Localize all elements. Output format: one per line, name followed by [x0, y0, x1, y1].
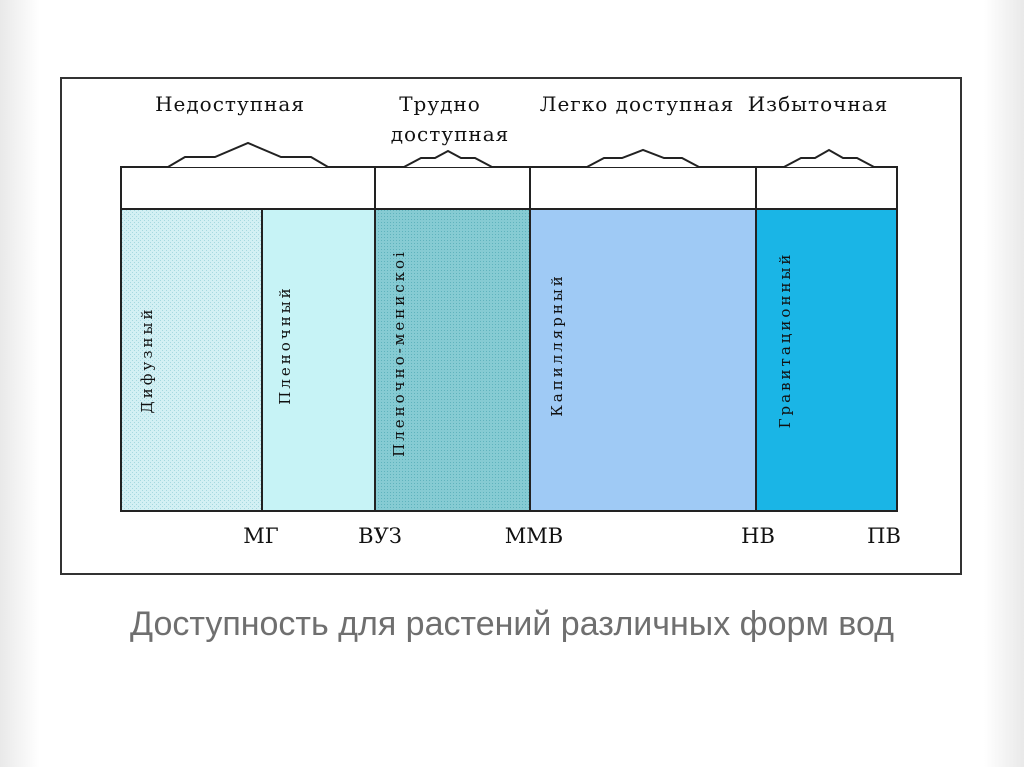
- mark-mg: МГ: [243, 524, 279, 548]
- label-diffuse: Дифузный: [138, 307, 156, 414]
- header-dividers: [374, 167, 757, 209]
- arrow-up-hard-available: [403, 149, 493, 168]
- label-easy-available: Легко доступная: [540, 92, 735, 116]
- block-capillary: [529, 208, 757, 512]
- block-film-meniscus: [374, 208, 531, 512]
- label-capillary: Капиллярный: [548, 273, 566, 417]
- mark-mmv: ММВ: [505, 524, 563, 548]
- mark-vuz: ВУЗ: [358, 524, 402, 548]
- header-bar: [120, 166, 898, 210]
- label-gravitational: Гравитационный: [776, 252, 794, 429]
- label-film-meniscus: Пленочно-менискоі: [390, 249, 408, 457]
- label-hard-available-2: доступная: [391, 122, 510, 146]
- label-excess: Избыточная: [748, 92, 889, 116]
- mark-nv: НВ: [741, 524, 775, 548]
- arrow-up-easy-available: [586, 148, 700, 168]
- mark-pv: ПВ: [867, 524, 901, 548]
- label-hard-available-1: Трудно: [399, 92, 481, 116]
- block-gravitational: [755, 208, 898, 512]
- arrow-up-unavailable: [167, 141, 329, 168]
- arrow-up-excess: [783, 148, 875, 168]
- slide-caption: Доступность для растений различных форм …: [130, 605, 894, 643]
- label-unavailable: Недоступная: [155, 92, 305, 116]
- label-film: Пленочный: [276, 285, 294, 404]
